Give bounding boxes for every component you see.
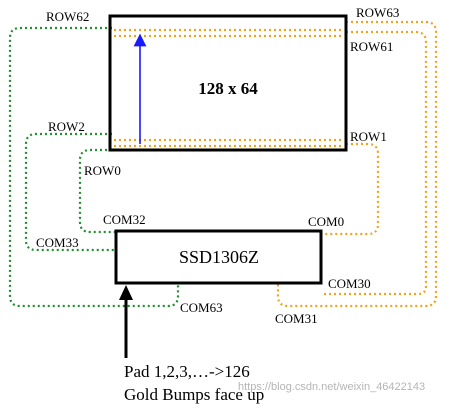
com63-label: COM63 bbox=[180, 300, 223, 315]
watermark: https://blog.csdn.net/weixin_46422143 bbox=[238, 381, 425, 393]
green-trace-inner bbox=[78, 148, 116, 234]
com33-label: COM33 bbox=[36, 235, 79, 250]
com32-label: COM32 bbox=[103, 212, 146, 227]
row63-label: ROW63 bbox=[356, 5, 399, 20]
green-trace-mid bbox=[24, 132, 116, 252]
pad-arrow-head bbox=[119, 285, 133, 300]
driver-ic-box bbox=[114, 229, 323, 285]
row2-label: ROW2 bbox=[48, 119, 85, 134]
row0-label: ROW0 bbox=[84, 163, 121, 178]
com30-label: COM30 bbox=[328, 276, 371, 291]
oled-panel bbox=[108, 14, 348, 152]
pad-note-line1: Pad 1,2,3,…->126 bbox=[124, 362, 250, 381]
com31-label: COM31 bbox=[275, 311, 318, 326]
row62-label: ROW62 bbox=[46, 9, 89, 24]
panel-size-label: 128 x 64 bbox=[198, 79, 258, 98]
pad-note-line2: Gold Bumps face up bbox=[124, 385, 264, 404]
row1-label: ROW1 bbox=[350, 129, 387, 144]
com0-label: COM0 bbox=[308, 214, 344, 229]
row61-label: ROW61 bbox=[350, 39, 393, 54]
driver-ic-label: SSD1306Z bbox=[179, 247, 259, 267]
orange-trace-mid bbox=[322, 30, 428, 296]
orange-trace-inner bbox=[322, 142, 380, 236]
